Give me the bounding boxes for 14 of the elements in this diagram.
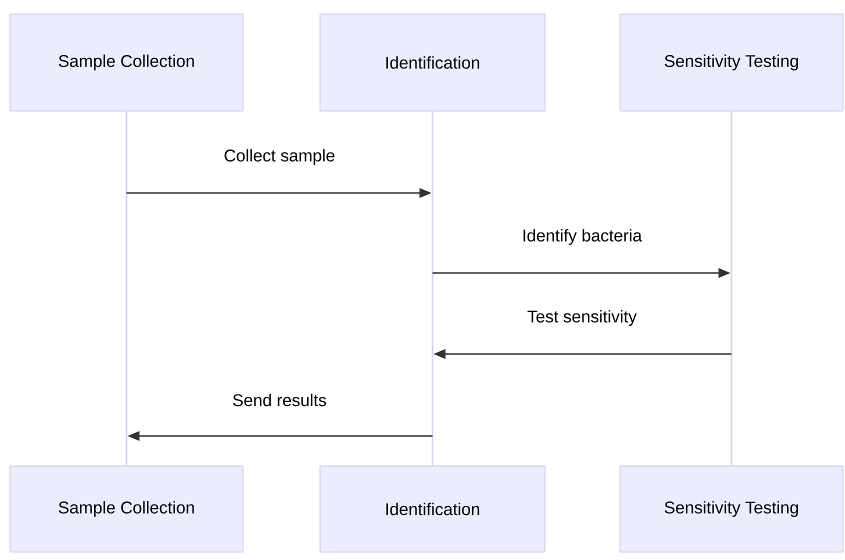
message-arrow [434, 349, 732, 359]
message-label: Test sensitivity [525, 308, 639, 328]
participant-box: Sensitivity Testing [620, 466, 844, 552]
participant-box: Sample Collection [10, 466, 244, 552]
message-label: Send results [230, 392, 329, 408]
message-arrow [432, 268, 730, 278]
participant-box: Identification [320, 466, 546, 552]
message-arrow [128, 431, 432, 441]
message-label: Collect sample [222, 147, 338, 167]
message-label: Identify bacteria [520, 227, 644, 247]
message-arrow [126, 188, 432, 198]
participant-box: Sensitivity Testing [620, 14, 844, 112]
participant-box: Sample Collection [10, 14, 244, 112]
participant-box: Identification [320, 14, 546, 112]
